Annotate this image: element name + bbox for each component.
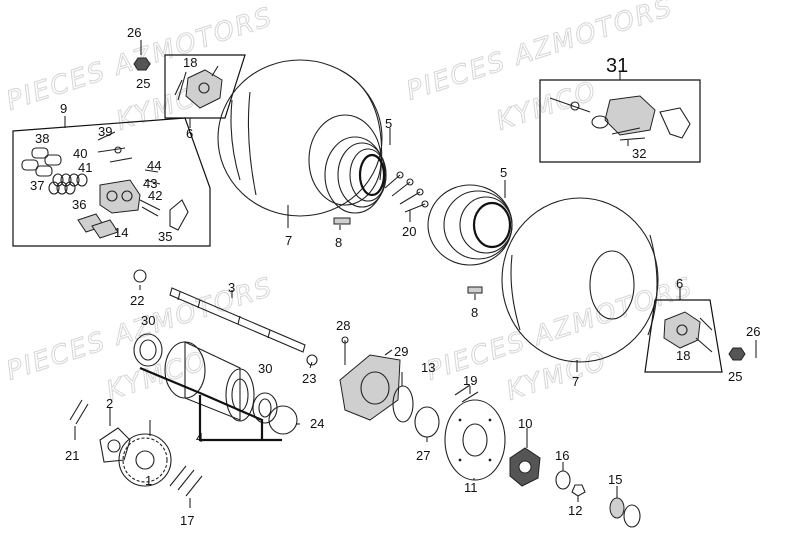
callout-label: 25 (136, 76, 150, 91)
kit-box (644, 299, 723, 373)
kit-box (539, 79, 701, 163)
callout-label: 26 (127, 25, 141, 40)
brake-disc (444, 399, 506, 481)
rear-caliper-group (539, 72, 701, 163)
callout-label: 30 (141, 313, 155, 328)
callout-label: 9 (60, 101, 67, 116)
callout-label: 8 (335, 235, 342, 250)
kit-box (164, 54, 246, 119)
callout-label: 3 (228, 280, 235, 295)
callout-label: 24 (310, 416, 324, 431)
nut-cap-right (728, 347, 746, 361)
callout-label: 43 (143, 176, 157, 191)
caliper-bracket (339, 336, 401, 421)
snap-ring (414, 406, 440, 438)
callout-label: 41 (78, 160, 92, 175)
callout-label: 12 (568, 503, 582, 518)
bearing-left (133, 333, 163, 367)
callout-label: 17 (180, 513, 194, 528)
callout-label: 38 (35, 131, 49, 146)
callout-label: 10 (518, 416, 532, 431)
callout-label: 35 (158, 229, 172, 244)
callout-label: 13 (421, 360, 435, 375)
rear-axle (133, 269, 318, 366)
right-rim (427, 184, 513, 266)
valve-stem (467, 286, 483, 294)
callout-label: 5 (385, 116, 392, 131)
kit-box (12, 117, 211, 247)
valve-stem (333, 217, 351, 225)
callout-label: 11 (464, 480, 478, 495)
bolt (169, 465, 203, 497)
callout-label: 19 (463, 373, 477, 388)
callout-label: 40 (73, 146, 87, 161)
brake-pad (91, 219, 119, 239)
callout-label: 39 (98, 124, 112, 139)
callout-label: 5 (500, 165, 507, 180)
callout-label: 1 (145, 473, 152, 488)
callout-label: 6 (676, 276, 683, 291)
callout-label-large: 31 (606, 55, 628, 77)
left-rim (324, 136, 387, 214)
washer (555, 470, 571, 490)
callout-label: 18 (183, 55, 197, 70)
callout-label: 30 (258, 361, 272, 376)
callout-label: 29 (394, 344, 408, 359)
callout-label: 16 (555, 448, 569, 463)
bearing-right (252, 392, 278, 424)
nut (571, 484, 586, 497)
caliper-kit-group (12, 116, 211, 247)
callout-label: 36 (72, 197, 86, 212)
sprocket-hub (99, 427, 131, 463)
callout-labels: 1 2 3 4 5 5 6 6 7 7 8 8 9 10 11 12 13 14… (30, 25, 760, 528)
nut-cap-top (133, 40, 151, 71)
callout-label: 28 (336, 318, 350, 333)
bolt (454, 384, 479, 403)
callout-label: 7 (285, 233, 292, 248)
callout-label: 4 (196, 430, 203, 445)
callout-label: 15 (608, 472, 622, 487)
left-tire (217, 59, 383, 217)
callout-label: 2 (106, 396, 113, 411)
o-ring (392, 385, 414, 423)
callout-label: 8 (471, 305, 478, 320)
callout-label: 25 (728, 369, 742, 384)
caliper-body (99, 179, 141, 214)
watermark-text: KYMCO (103, 346, 211, 407)
piston-set (21, 147, 88, 195)
watermark-text: KYMCO (493, 76, 601, 137)
oil-seal (268, 405, 298, 435)
leader-lines (74, 128, 629, 508)
callout-label: 37 (30, 178, 44, 193)
axle-housing (164, 341, 255, 422)
hub-bracket-group-right (644, 288, 723, 373)
wheel-studs (384, 171, 429, 213)
callout-label: 6 (186, 126, 193, 141)
callout-label: 27 (416, 448, 430, 463)
callout-label: 22 (130, 293, 144, 308)
callout-label: 21 (65, 448, 79, 463)
callout-label: 20 (402, 224, 416, 239)
right-tire (501, 197, 659, 363)
callout-label: 32 (632, 146, 646, 161)
axle-nut (609, 497, 625, 519)
bolt (69, 399, 89, 425)
callout-label: 42 (148, 188, 162, 203)
callout-bracket (139, 366, 282, 442)
callout-label: 18 (676, 348, 690, 363)
callout-label: 14 (114, 225, 128, 240)
callout-label: 23 (302, 371, 316, 386)
callout-label: 26 (746, 324, 760, 339)
callout-label: 44 (147, 158, 161, 173)
callout-label: 7 (572, 374, 579, 389)
hub-bracket-group-top (164, 54, 246, 128)
